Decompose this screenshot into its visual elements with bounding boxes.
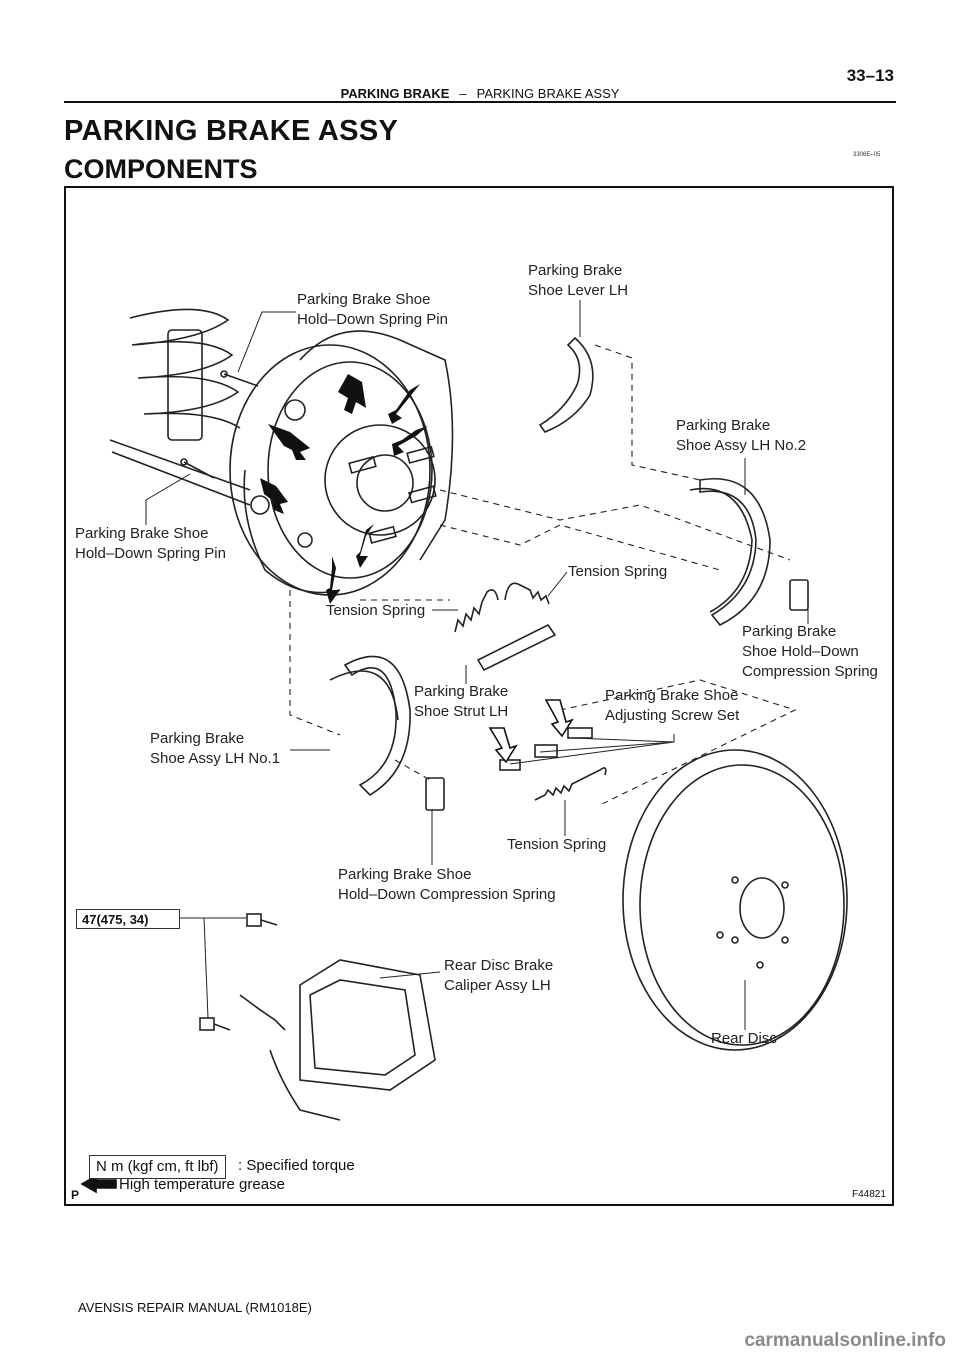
running-header-subsection: PARKING BRAKE ASSY: [476, 86, 620, 101]
drawing-code: 3306E–05: [853, 152, 881, 158]
label-hold-down-pin-left: Parking Brake Shoe Hold–Down Spring Pin: [75, 524, 226, 564]
label-line: Shoe Assy LH No.1: [150, 750, 281, 767]
compression-spring-right-art: [789, 579, 809, 611]
header-rule: [64, 101, 896, 103]
torque-value-box: 47(475, 34): [76, 909, 180, 929]
leader-lines: [145, 300, 809, 1030]
label-line: Adjusting Screw Set: [605, 707, 740, 724]
page-subtitle: COMPONENTS: [64, 154, 258, 184]
label-tension-spring-right: Tension Spring: [568, 563, 668, 580]
outline-arrows: [80, 699, 574, 1194]
label-compression-spring-bottom: Parking Brake Shoe Hold–Down Compression…: [338, 865, 556, 905]
grease-arrows: [260, 374, 428, 604]
components-diagram-frame: [64, 186, 894, 1206]
tension-spring-left-art: [454, 589, 499, 633]
hold-down-pin-art: [180, 370, 259, 479]
label-rear-disc: Rear Disc: [711, 1030, 777, 1047]
caliper-art: [239, 959, 436, 1121]
label-line: Compression Spring: [742, 663, 878, 680]
label-line: Caliper Assy LH: [444, 977, 551, 994]
legend-torque-unit: N m (kgf cm, ft lbf): [89, 1155, 226, 1179]
page-title: PARKING BRAKE ASSY: [64, 115, 399, 147]
grease-arrow-icon: [356, 524, 374, 568]
compression-spring-bottom-art: [425, 777, 445, 811]
label-compression-spring-right: Parking Brake Shoe Hold–Down Compression…: [742, 622, 878, 682]
strut-lh-art: [476, 623, 557, 672]
grease-arrow-icon: [338, 374, 366, 414]
grease-arrow-outline-icon: [488, 727, 518, 764]
p-mark: P: [71, 1188, 80, 1202]
tension-spring-right-art: [504, 582, 550, 605]
label-line: Parking Brake: [742, 623, 837, 640]
label-shoe-no1: Parking Brake Shoe Assy LH No.1: [150, 729, 280, 769]
backing-plate-art: [229, 330, 454, 596]
running-header-separator: –: [459, 86, 467, 101]
grease-arrow-icon: [392, 426, 428, 456]
label-line: Rear Disc Brake: [444, 957, 554, 974]
page-number: 33–13: [846, 66, 894, 85]
grease-arrow-icon: [388, 384, 420, 424]
label-adjusting-screw: Parking Brake Shoe Adjusting Screw Set: [605, 686, 739, 726]
exploded-view-guides: [289, 344, 797, 806]
label-line: Parking Brake Shoe: [605, 687, 739, 704]
label-line: Parking Brake Shoe: [75, 525, 209, 542]
label-line: Parking Brake: [150, 730, 245, 747]
label-caliper: Rear Disc Brake Caliper Assy LH: [444, 956, 553, 996]
label-line: Shoe Strut LH: [414, 703, 509, 720]
label-line: Hold–Down Spring Pin: [297, 311, 448, 328]
shoe-no1-art: [329, 655, 411, 797]
label-lever-lh: Parking Brake Shoe Lever LH: [528, 261, 628, 301]
label-line: Parking Brake Shoe: [297, 291, 431, 308]
rear-disc-art: [622, 749, 848, 1051]
bolt-art: [199, 913, 278, 1031]
watermark: carmanualsonline.info: [744, 1330, 946, 1351]
tension-spring-bottom-art: [534, 767, 607, 801]
label-line: Parking Brake: [528, 262, 623, 279]
grease-arrow-icon: [326, 556, 340, 604]
grease-arrow-outline-icon: [544, 699, 574, 738]
footer-manual-id: AVENSIS REPAIR MANUAL (RM1018E): [78, 1300, 312, 1315]
label-strut-lh: Parking Brake Shoe Strut LH: [414, 682, 508, 722]
shoe-no2-art: [689, 478, 771, 627]
label-shoe-no2: Parking Brake Shoe Assy LH No.2: [676, 416, 806, 456]
label-line: Shoe Hold–Down: [742, 643, 859, 660]
grease-arrow-icon: [268, 424, 310, 460]
label-line: Hold–Down Compression Spring: [338, 886, 556, 903]
label-line: Parking Brake Shoe: [338, 866, 472, 883]
label-hold-down-pin-top: Parking Brake Shoe Hold–Down Spring Pin: [297, 290, 448, 330]
label-line: Parking Brake: [414, 683, 509, 700]
legend-grease-desc: High temperature grease: [119, 1176, 285, 1193]
label-line: Parking Brake: [676, 417, 771, 434]
label-line: Hold–Down Spring Pin: [75, 545, 226, 562]
running-header: PARKING BRAKE–PARKING BRAKE ASSY: [0, 86, 960, 101]
label-line: Shoe Lever LH: [528, 282, 629, 299]
label-tension-spring-bottom: Tension Spring: [507, 836, 607, 853]
label-tension-spring-left: Tension Spring: [326, 602, 426, 619]
legend-torque-desc: : Specified torque: [238, 1157, 355, 1174]
grease-arrow-icon: [260, 478, 288, 514]
running-header-section: PARKING BRAKE: [340, 86, 450, 101]
figure-id: F44821: [852, 1189, 886, 1200]
suspension-spring-art: [109, 308, 251, 506]
label-line: Shoe Assy LH No.2: [676, 437, 807, 454]
lever-lh-art: [538, 336, 594, 433]
